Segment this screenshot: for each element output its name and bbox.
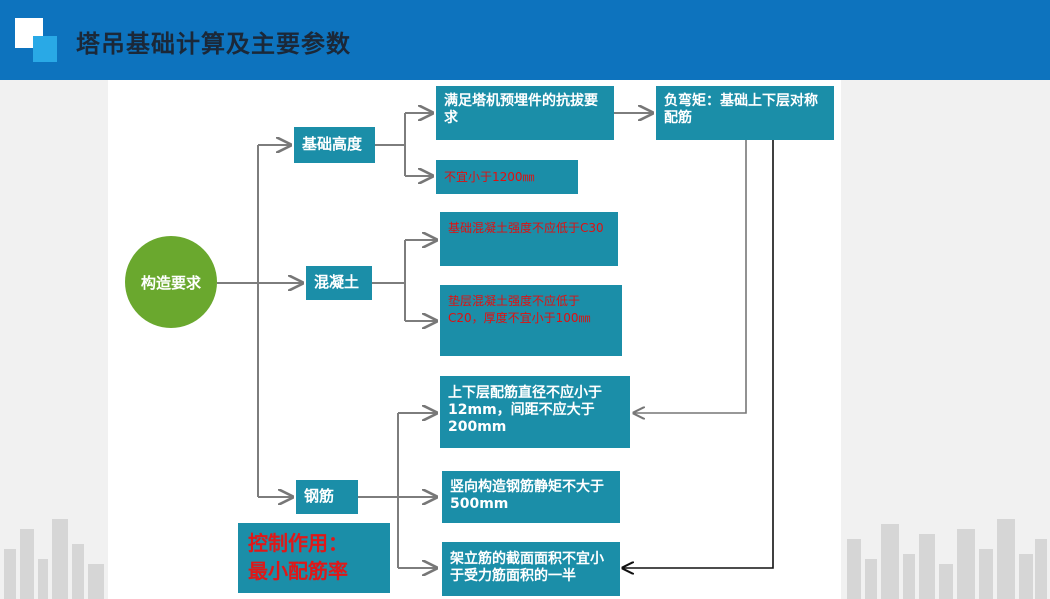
logo-icon	[15, 18, 59, 66]
header-bar: 塔吊基础计算及主要参数	[0, 0, 1050, 80]
control-note: 控制作用： 最小配筋率	[238, 523, 390, 593]
category-height: 基础高度	[294, 127, 375, 163]
node-bar-diameter: 上下层配筋直径不应小于12mm，间距不应大于200mm	[440, 376, 630, 448]
category-concrete: 混凝土	[306, 266, 372, 300]
node-uplift: 满足塔机预埋件的抗拔要求	[436, 86, 614, 140]
node-c20: 垫层混凝土强度不应低于C20，厚度不宜小于100㎜	[440, 285, 622, 356]
node-moment: 负弯矩：基础上下层对称配筋	[656, 86, 834, 140]
control-note-line2: 最小配筋率	[248, 559, 348, 583]
control-note-line1: 控制作用：	[248, 531, 348, 555]
category-rebar: 钢筋	[296, 480, 358, 514]
node-vertical-bar: 竖向构造钢筋静矩不大于500mm	[442, 471, 620, 523]
node-min-height: 不宜小于1200㎜	[436, 160, 578, 194]
skyline-left-decoration	[4, 519, 104, 599]
skyline-right-decoration	[847, 519, 1047, 599]
page-title: 塔吊基础计算及主要参数	[76, 30, 351, 58]
root-node: 构造要求	[125, 236, 217, 328]
node-stand-bar: 架立筋的截面面积不宜小于受力筋面积的一半	[442, 542, 620, 596]
node-c30: 基础混凝土强度不应低于C30	[440, 212, 618, 266]
